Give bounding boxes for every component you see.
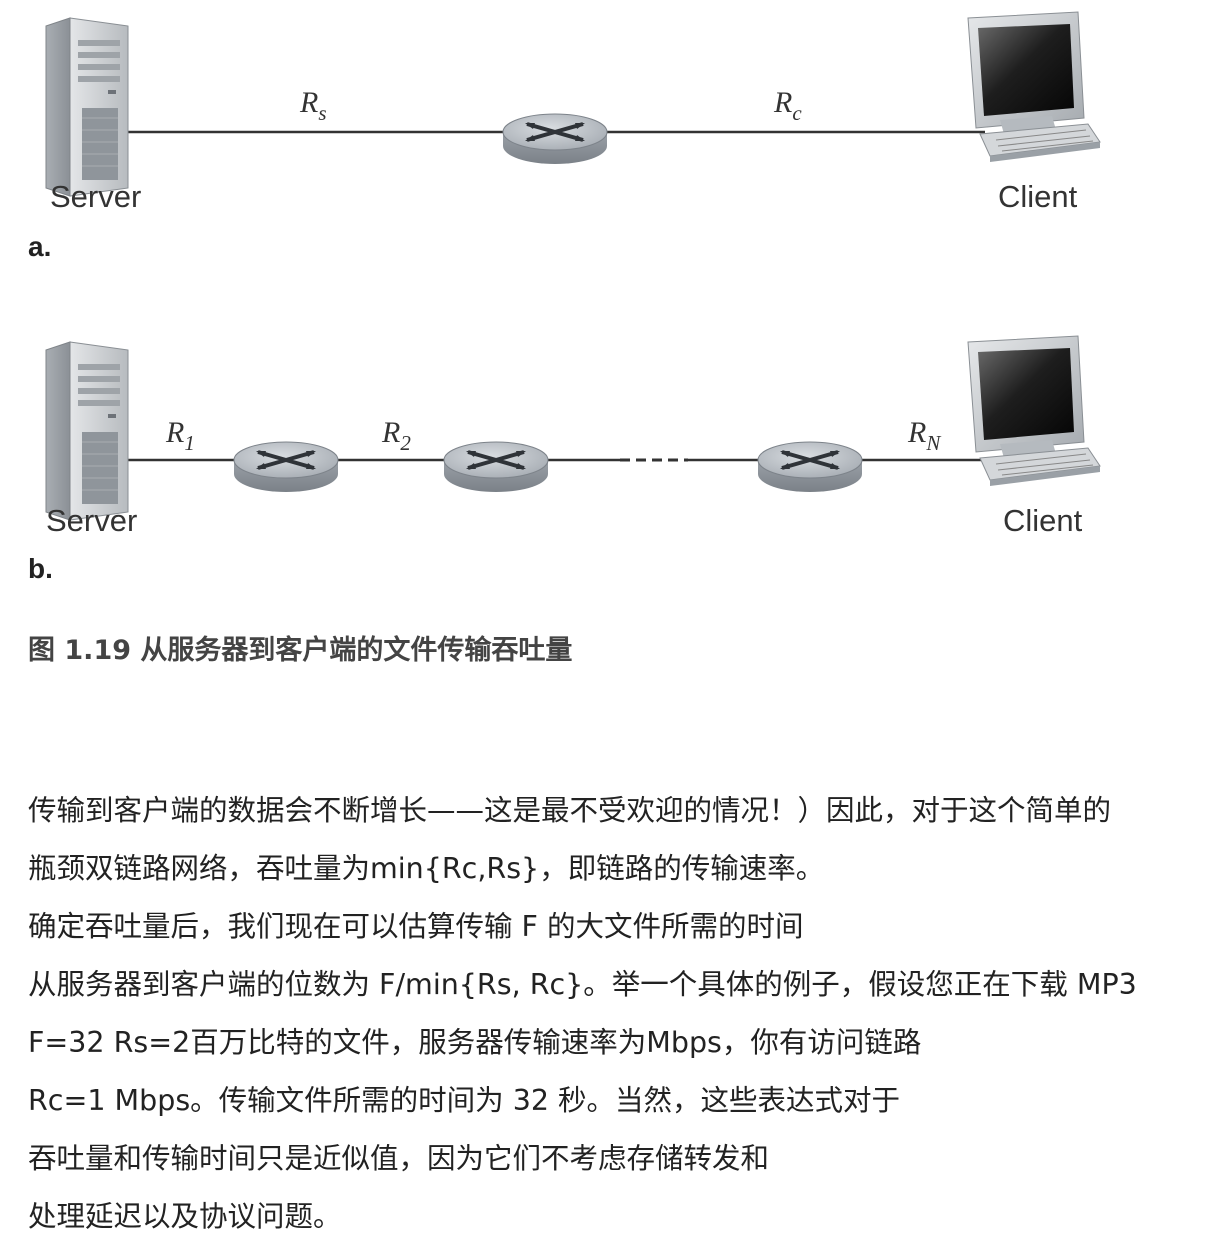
- router-icon: [443, 441, 549, 492]
- router-icon: [233, 441, 339, 492]
- client-icon: [967, 335, 1101, 486]
- server-label: Server: [50, 179, 141, 214]
- paragraph-line: 从服务器到客户端的位数为 F/min{Rs, Rc}。举一个具体的例子，假设您正…: [28, 968, 1137, 1001]
- rate-n-label: RN: [907, 416, 941, 455]
- diagram-b: R1 R2 RN Server Client b.: [0, 320, 1224, 600]
- router-icon: [502, 113, 608, 164]
- paragraph-line: 吞吐量和传输时间只是近似值，因为它们不考虑存储转发和: [28, 1142, 770, 1175]
- diagram-a: Rs Rc Server Client a.: [0, 0, 1224, 280]
- part-label-a: a.: [28, 231, 51, 262]
- paragraph-line: F=32 Rs=2百万比特的文件，服务器传输速率为Mbps，你有访问链路: [28, 1026, 922, 1059]
- rate-server-label: Rs: [299, 86, 327, 125]
- router-icon: [757, 441, 863, 492]
- rate-client-label: Rc: [773, 86, 802, 125]
- paragraph: 传输到客户端的数据会不断增长——这是最不受欢迎的情况！）因此，对于这个简单的 瓶…: [28, 782, 1218, 1246]
- server-icon: [45, 341, 129, 521]
- rate-2-label: R2: [381, 416, 411, 455]
- paragraph-line: 确定吞吐量后，我们现在可以估算传输 F 的大文件所需的时间: [28, 910, 804, 943]
- paragraph-line: 处理延迟以及协议问题。: [28, 1200, 342, 1233]
- figure-caption: 图 1.19 从服务器到客户端的文件传输吞吐量: [28, 635, 573, 666]
- part-label-b: b.: [28, 553, 53, 584]
- client-label: Client: [1003, 503, 1083, 538]
- server-label: Server: [46, 503, 137, 538]
- paragraph-line: Rc=1 Mbps。传输文件所需的时间为 32 秒。当然，这些表达式对于: [28, 1084, 901, 1117]
- paragraph-line: 瓶颈双链路网络，吞吐量为min{Rc,Rs}，即链路的传输速率。: [28, 852, 825, 885]
- server-icon: [45, 17, 129, 197]
- client-label: Client: [998, 179, 1078, 214]
- paragraph-line: 传输到客户端的数据会不断增长——这是最不受欢迎的情况！）因此，对于这个简单的: [28, 794, 1112, 827]
- client-icon: [967, 11, 1101, 162]
- rate-1-label: R1: [165, 416, 195, 455]
